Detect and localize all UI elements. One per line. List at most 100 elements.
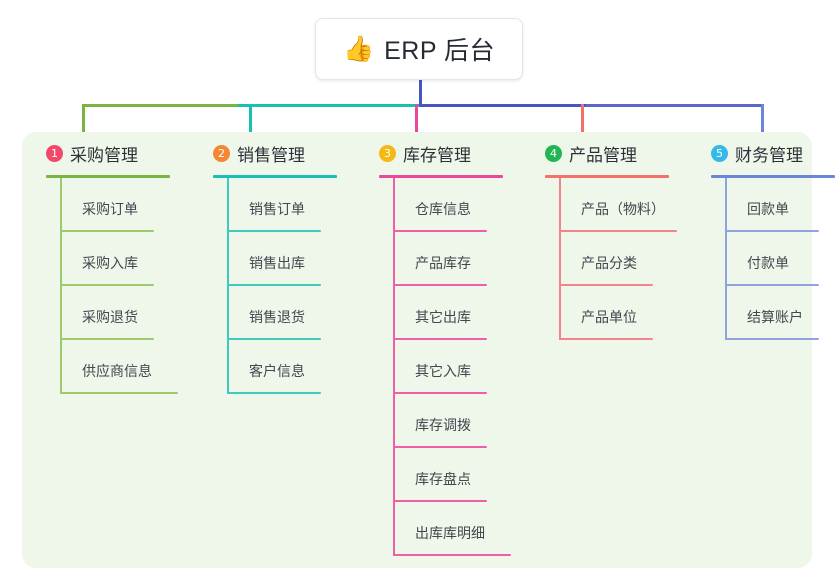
item-rule xyxy=(725,284,819,286)
column-spine-1 xyxy=(60,178,62,394)
item-rule xyxy=(559,338,653,340)
column-header-rule-1 xyxy=(46,175,170,178)
column-badge-5: 5 xyxy=(711,144,728,162)
item-rule xyxy=(725,338,819,340)
column-purchase: 1 采购管理 采购订单 采购入库 采购退货 供应商信息 xyxy=(30,140,180,394)
column-header-product[interactable]: 4 产品管理 xyxy=(529,140,679,166)
item-rule xyxy=(393,500,487,502)
item-label: 供应商信息 xyxy=(82,363,152,379)
drop-line-col-1 xyxy=(82,104,85,146)
column-finance: 5 财务管理 回款单 付款单 结算账户 xyxy=(695,140,839,340)
list-item[interactable]: 销售订单 xyxy=(227,178,347,232)
item-rule xyxy=(60,230,154,232)
drop-line-col-3 xyxy=(415,104,418,146)
bus-segment-2 xyxy=(238,104,419,107)
list-item[interactable]: 产品库存 xyxy=(393,232,513,286)
list-item[interactable]: 产品单位 xyxy=(559,286,679,340)
column-badge-1: 1 xyxy=(46,144,63,162)
column-sales: 2 销售管理 销售订单 销售出库 销售退货 客户信息 xyxy=(197,140,347,394)
item-label: 出库库明细 xyxy=(415,525,485,541)
list-item[interactable]: 库存盘点 xyxy=(393,448,513,502)
item-label: 采购退货 xyxy=(82,309,138,325)
list-item[interactable]: 采购退货 xyxy=(60,286,180,340)
list-item[interactable]: 产品分类 xyxy=(559,232,679,286)
list-item[interactable]: 仓库信息 xyxy=(393,178,513,232)
column-spine-5 xyxy=(725,178,727,340)
item-rule xyxy=(393,392,487,394)
list-item[interactable]: 产品（物料） xyxy=(559,178,679,232)
list-item[interactable]: 其它出库 xyxy=(393,286,513,340)
item-label: 销售退货 xyxy=(249,309,305,325)
list-item[interactable]: 库存调拨 xyxy=(393,394,513,448)
list-item[interactable]: 结算账户 xyxy=(725,286,839,340)
item-rule xyxy=(60,284,154,286)
item-label: 产品单位 xyxy=(581,309,637,325)
list-item[interactable]: 付款单 xyxy=(725,232,839,286)
column-product: 4 产品管理 产品（物料） 产品分类 产品单位 xyxy=(529,140,679,340)
item-rule xyxy=(227,284,321,286)
list-item[interactable]: 供应商信息 xyxy=(60,340,180,394)
root-trunk-line xyxy=(419,80,422,106)
column-title-sales: 销售管理 xyxy=(237,145,305,165)
column-header-rule-5 xyxy=(711,175,835,178)
item-label: 产品分类 xyxy=(581,255,637,271)
column-items-inventory: 仓库信息 产品库存 其它出库 其它入库 库存调拨 库存盘点 出库库明细 xyxy=(393,178,513,556)
item-label: 其它入库 xyxy=(415,363,471,379)
item-rule xyxy=(393,446,487,448)
column-inventory: 3 库存管理 仓库信息 产品库存 其它出库 其它入库 库存调拨 库存盘点 xyxy=(363,140,513,556)
item-rule xyxy=(559,284,653,286)
drop-line-col-5 xyxy=(761,104,764,146)
column-title-finance: 财务管理 xyxy=(735,145,803,165)
root-node-title: ERP 后台 xyxy=(384,37,496,65)
column-items-product: 产品（物料） 产品分类 产品单位 xyxy=(559,178,679,340)
column-header-finance[interactable]: 5 财务管理 xyxy=(695,140,839,166)
column-header-rule-3 xyxy=(379,175,503,178)
item-label: 采购订单 xyxy=(82,201,138,217)
column-header-rule-2 xyxy=(213,175,337,178)
list-item[interactable]: 销售退货 xyxy=(227,286,347,340)
item-label: 结算账户 xyxy=(747,309,803,325)
list-item[interactable]: 采购订单 xyxy=(60,178,180,232)
list-item[interactable]: 采购入库 xyxy=(60,232,180,286)
item-rule xyxy=(227,230,321,232)
bus-segment-4 xyxy=(586,104,764,107)
item-rule xyxy=(393,230,487,232)
item-label: 回款单 xyxy=(747,201,789,217)
column-badge-4: 4 xyxy=(545,144,562,162)
column-items-purchase: 采购订单 采购入库 采购退货 供应商信息 xyxy=(60,178,180,394)
column-badge-2: 2 xyxy=(213,144,230,162)
root-node-card[interactable]: 👍 ERP 后台 xyxy=(315,18,523,80)
item-label: 其它出库 xyxy=(415,309,471,325)
item-rule xyxy=(227,338,321,340)
item-rule xyxy=(725,230,819,232)
list-item[interactable]: 其它入库 xyxy=(393,340,513,394)
column-header-sales[interactable]: 2 销售管理 xyxy=(197,140,347,166)
diagram-panel xyxy=(22,132,812,568)
item-label: 客户信息 xyxy=(249,363,305,379)
item-label: 产品（物料） xyxy=(581,201,665,217)
list-item[interactable]: 客户信息 xyxy=(227,340,347,394)
bus-segment-3 xyxy=(419,104,586,107)
column-header-purchase[interactable]: 1 采购管理 xyxy=(30,140,180,166)
item-label: 付款单 xyxy=(747,255,789,271)
item-rule xyxy=(393,554,511,556)
column-spine-2 xyxy=(227,178,229,394)
list-item[interactable]: 回款单 xyxy=(725,178,839,232)
column-header-inventory[interactable]: 3 库存管理 xyxy=(363,140,513,166)
drop-line-col-4 xyxy=(581,104,584,146)
drop-line-col-2 xyxy=(249,104,252,146)
column-title-product: 产品管理 xyxy=(569,145,637,165)
item-rule xyxy=(393,338,487,340)
item-label: 销售订单 xyxy=(249,201,305,217)
item-rule xyxy=(60,338,154,340)
column-header-rule-4 xyxy=(545,175,669,178)
column-spine-4 xyxy=(559,178,561,340)
item-label: 采购入库 xyxy=(82,255,138,271)
column-items-finance: 回款单 付款单 结算账户 xyxy=(725,178,839,340)
column-spine-3 xyxy=(393,178,395,556)
item-label: 仓库信息 xyxy=(415,201,471,217)
item-label: 产品库存 xyxy=(415,255,471,271)
list-item[interactable]: 出库库明细 xyxy=(393,502,513,556)
thumbs-up-icon: 👍 xyxy=(342,34,375,63)
list-item[interactable]: 销售出库 xyxy=(227,232,347,286)
